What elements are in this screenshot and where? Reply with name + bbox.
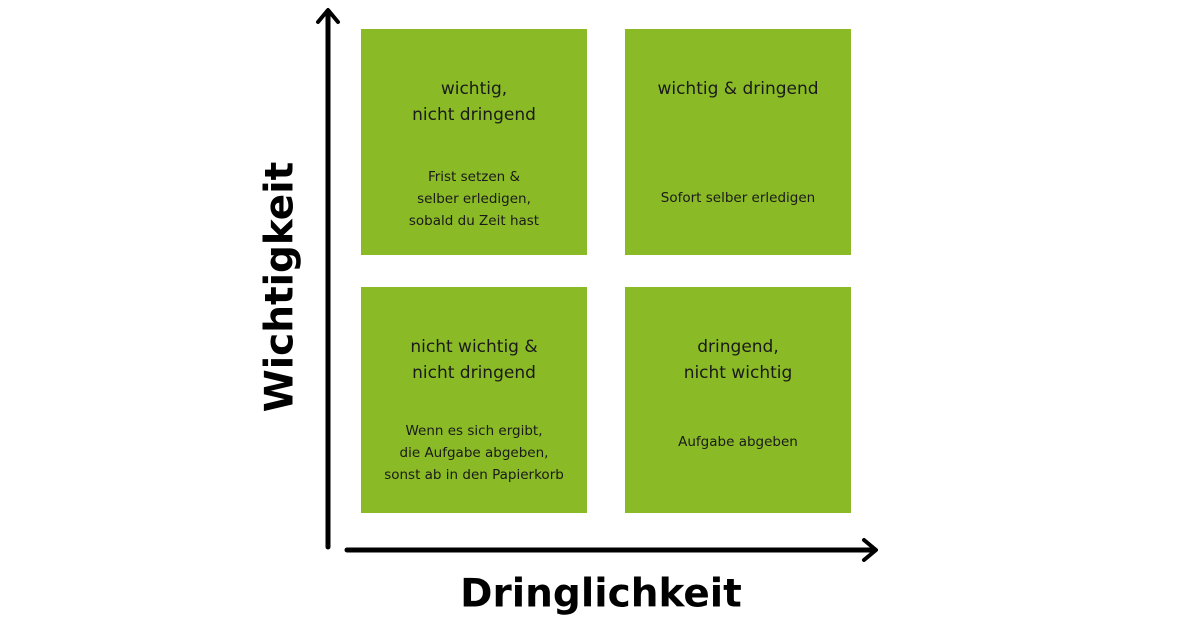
quadrant-important-urgent: wichtig & dringend Sofort selber erledig… (625, 29, 851, 255)
quadrant-action: Aufgabe abgeben (678, 434, 798, 450)
quadrant-not-important-not-urgent: nicht wichtig & nicht dringend Wenn es s… (361, 287, 587, 513)
quadrant-urgent-not-important: dringend, nicht wichtig Aufgabe abgeben (625, 287, 851, 513)
y-axis-arrowhead (316, 8, 340, 24)
quadrant-important-not-urgent: wichtig, nicht dringend Frist setzen & s… (361, 29, 587, 255)
quadrant-title: wichtig & dringend (657, 79, 819, 99)
quadrant-title: wichtig, nicht dringend (412, 79, 536, 125)
x-axis-label: Dringlichkeit (460, 571, 742, 617)
y-axis-label: Wichtigkeit (257, 161, 303, 413)
quadrant-title: dringend, nicht wichtig (683, 337, 793, 383)
quadrant-action: Frist setzen & selber erledigen, sobald … (408, 169, 540, 229)
quadrant-title: nicht wichtig & nicht dringend (410, 337, 538, 383)
quadrant-action: Wenn es sich ergibt, die Aufgabe abgeben… (384, 423, 564, 483)
x-axis-arrowhead (862, 538, 878, 562)
quadrant-action: Sofort selber erledigen (660, 190, 816, 206)
